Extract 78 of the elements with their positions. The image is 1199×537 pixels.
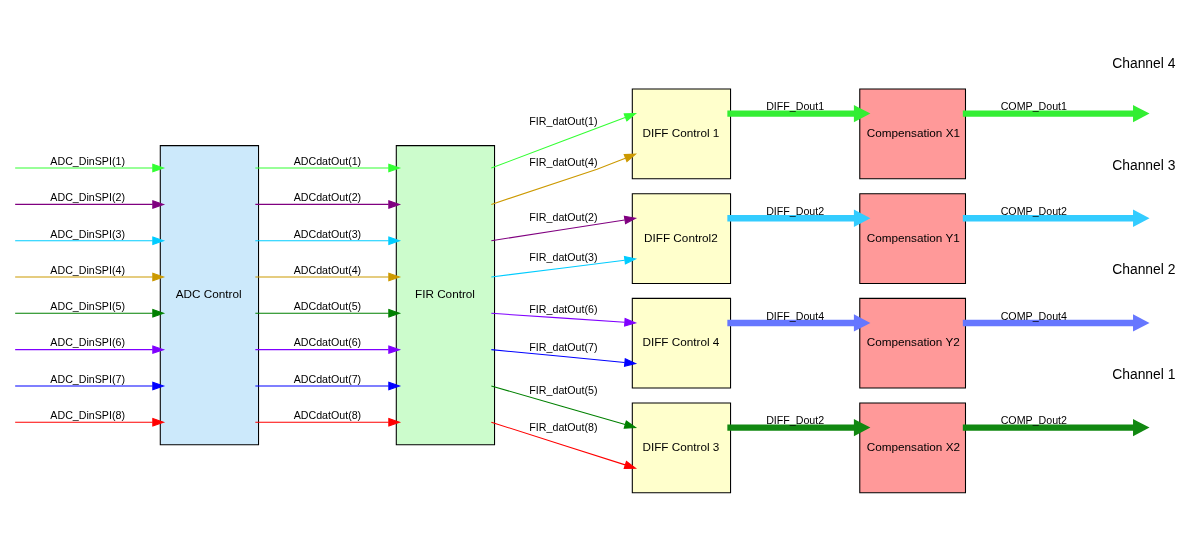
edge-label: DIFF_Dout2 [766, 413, 825, 426]
edge-label: COMP_Dout2 [1000, 204, 1068, 217]
edge-label: FIR_datOut(2) [529, 210, 598, 223]
edge-label: FIR_datOut(1) [529, 114, 598, 127]
label: Channel 1 [1112, 365, 1176, 382]
arrow [490, 255, 638, 278]
arrow [254, 417, 402, 427]
edge-label: ADCdatOut(2) [293, 190, 362, 203]
arrow [490, 153, 637, 205]
arrow [490, 112, 638, 169]
arrow [490, 348, 638, 367]
node-box: Compensation X1 [859, 88, 967, 179]
arrow [14, 163, 166, 173]
node-box: FIR Control [395, 144, 496, 445]
edge-label: ADC_DinSPI(7) [50, 372, 125, 385]
arrow [14, 417, 166, 427]
arrow [490, 384, 638, 429]
node-box: Compensation Y2 [859, 297, 967, 389]
arrow [962, 418, 1150, 436]
edge-label: ADC_DinSPI(4) [50, 263, 125, 276]
edge-label: ADC_DinSPI(3) [50, 227, 125, 239]
arrow [727, 104, 871, 122]
edge-label: ADC_DinSPI(1) [50, 154, 125, 167]
arrow [490, 312, 638, 327]
arrow [14, 272, 166, 281]
arrow [962, 313, 1150, 332]
edge-label: DIFF_Dout4 [766, 309, 825, 322]
edge-label: ADCdatOut(8) [293, 408, 362, 421]
arrow [254, 272, 402, 281]
edge-label: COMP_Dout4 [1000, 309, 1068, 322]
arrow [254, 380, 402, 390]
arrow [14, 344, 166, 354]
arrow [14, 199, 166, 209]
edge-label: ADC_DinSPI(6) [50, 335, 125, 348]
edge-label: ADC_DinSPI(8) [50, 408, 125, 421]
edge-label: COMP_Dout1 [1000, 99, 1068, 112]
node-box: DIFF Control 1 [631, 88, 732, 179]
edge-label: ADCdatOut(6) [293, 335, 362, 348]
arrow [727, 313, 871, 332]
arrow [14, 380, 166, 390]
edge-label: FIR_datOut(6) [529, 302, 598, 315]
arrow [962, 209, 1150, 227]
edge-label: ADCdatOut(7) [293, 372, 362, 385]
label: Channel 3 [1112, 156, 1176, 173]
edge-label: ADCdatOut(4) [293, 263, 362, 276]
edge-label: COMP_Dout2 [1000, 413, 1068, 426]
edge-label: ADCdatOut(1) [293, 154, 362, 167]
label: Channel 2 [1112, 260, 1176, 277]
edge-label: FIR_datOut(8) [529, 420, 598, 433]
node-box: DIFF Control 4 [631, 297, 732, 389]
node-box: ADC Control [159, 144, 260, 445]
edge-label: ADC_DinSPI(2) [50, 190, 125, 203]
arrow [490, 215, 638, 241]
arrow [254, 308, 402, 318]
edge-label: FIR_datOut(4) [529, 155, 598, 168]
arrow [962, 104, 1150, 122]
arrow [490, 421, 638, 469]
arrow [254, 344, 402, 354]
arrow [254, 163, 402, 173]
edge-label: DIFF_Dout2 [766, 204, 825, 217]
edge-label: DIFF_Dout1 [766, 99, 825, 112]
edge-label: FIR_datOut(5) [529, 383, 598, 396]
node-box: DIFF Control 3 [631, 402, 732, 493]
arrow [254, 235, 402, 245]
node-box: Compensation X2 [859, 402, 967, 493]
node-box: DIFF Control2 [631, 192, 732, 284]
edge-label: ADC_DinSPI(5) [50, 299, 125, 312]
arrow [727, 418, 871, 436]
edge-label: ADCdatOut(3) [293, 227, 362, 239]
arrow [14, 308, 166, 318]
arrow [727, 209, 871, 227]
edge-label: ADCdatOut(5) [293, 299, 362, 312]
node-box: Compensation Y1 [859, 192, 967, 284]
arrow [254, 199, 402, 209]
label: Channel 4 [1112, 54, 1176, 71]
arrow [14, 235, 166, 245]
edge-label: FIR_datOut(3) [529, 250, 598, 263]
edge-label: FIR_datOut(7) [529, 340, 598, 353]
